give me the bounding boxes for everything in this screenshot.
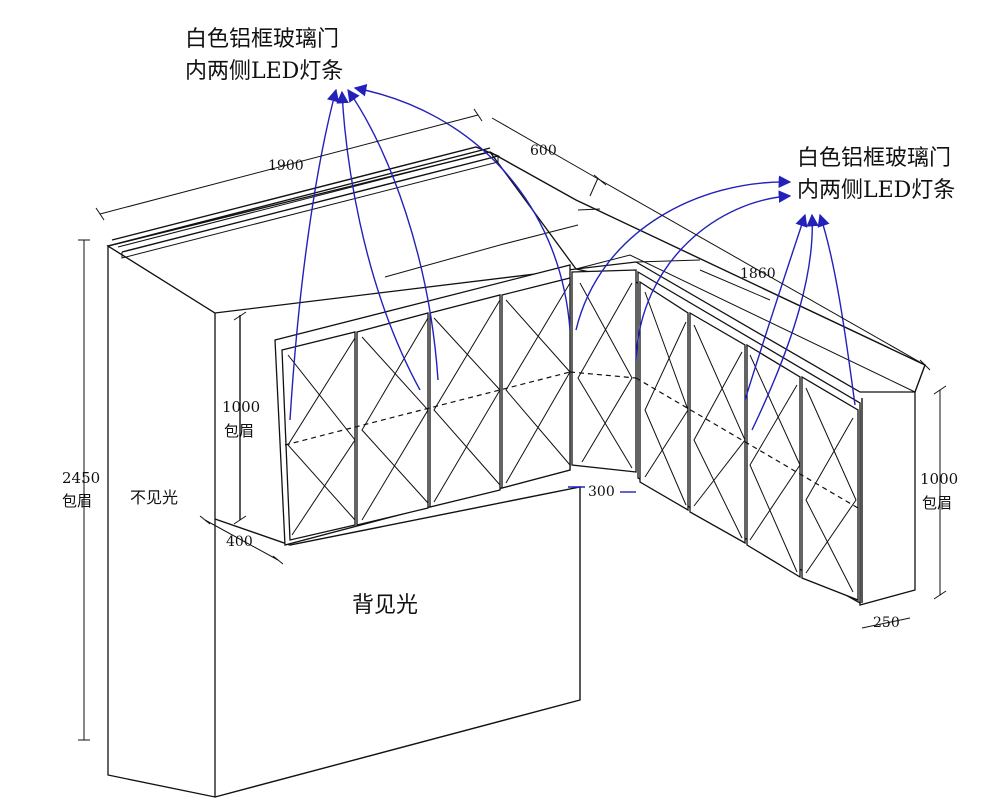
dim-corner-width: 300 — [588, 484, 615, 500]
right-note-line2: 内两侧LED灯条 — [797, 178, 955, 203]
right-glass-doors — [569, 269, 861, 605]
dim-left-depth: 400 — [226, 534, 253, 550]
back-panel-label: 背见光 — [352, 593, 418, 618]
left-glass-doors — [274, 264, 571, 546]
right-note-line1: 白色铝框玻璃门 — [797, 146, 951, 171]
dim-left-height-note: 包眉 — [224, 422, 254, 440]
dim-top-width: 1900 — [268, 158, 304, 174]
dim-right-height-note: 包眉 — [922, 494, 952, 512]
side-panel-label: 不见光 — [130, 488, 178, 507]
dim-total-height-note: 包眉 — [62, 492, 92, 510]
dim-right-height-value: 1000 — [920, 470, 958, 488]
left-note-line2: 内两侧LED灯条 — [185, 59, 343, 84]
dim-right-width: 1860 — [740, 266, 776, 282]
tall-cabinet — [106, 146, 601, 798]
dim-corner-depth: 600 — [530, 143, 557, 159]
dim-right-depth: 250 — [873, 615, 900, 631]
dim-total-height-value: 2450 — [62, 469, 100, 487]
led-arrows — [289, 83, 856, 431]
dimension-lines — [78, 108, 947, 741]
left-note-line1: 白色铝框玻璃门 — [185, 27, 339, 52]
dim-left-height-value: 1000 — [222, 398, 260, 416]
